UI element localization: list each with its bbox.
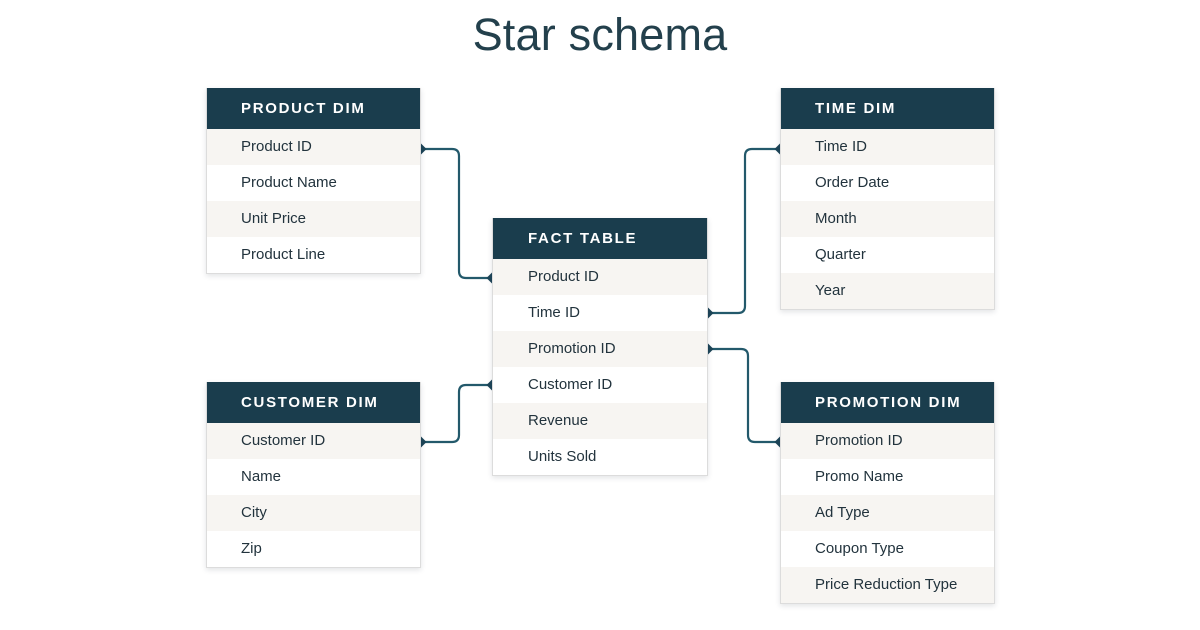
connector-product-to-fact [415,143,498,284]
entity-table-fact[interactable]: FACT TABLE Product ID Time ID Promotion … [492,218,708,476]
entity-row-fact-time-id[interactable]: Time ID [493,295,707,331]
entity-row-fact-customer-id[interactable]: Customer ID [493,367,707,403]
entity-row-promotion-id[interactable]: Promotion ID [781,423,994,459]
entity-row-price-reduction-type[interactable]: Price Reduction Type [781,567,994,603]
entity-table-customer-dim[interactable]: CUSTOMER DIM Customer ID Name City Zip [206,382,421,568]
entity-row-order-date[interactable]: Order Date [781,165,994,201]
entity-row-time-id[interactable]: Time ID [781,129,994,165]
entity-row-name[interactable]: Name [207,459,420,495]
entity-row-year[interactable]: Year [781,273,994,309]
entity-row-coupon-type[interactable]: Coupon Type [781,531,994,567]
connector-fact-to-promotion [702,343,786,448]
entity-row-city[interactable]: City [207,495,420,531]
entity-row-promo-name[interactable]: Promo Name [781,459,994,495]
entity-row-fact-product-id[interactable]: Product ID [493,259,707,295]
connector-customer-to-fact [415,379,498,448]
entity-row-month[interactable]: Month [781,201,994,237]
entity-header-time-dim: TIME DIM [781,88,994,129]
entity-row-fact-promotion-id[interactable]: Promotion ID [493,331,707,367]
entity-header-promotion-dim: PROMOTION DIM [781,382,994,423]
entity-header-customer-dim: CUSTOMER DIM [207,382,420,423]
entity-table-time-dim[interactable]: TIME DIM Time ID Order Date Month Quarte… [780,88,995,310]
entity-row-unit-price[interactable]: Unit Price [207,201,420,237]
entity-row-product-line[interactable]: Product Line [207,237,420,273]
entity-row-quarter[interactable]: Quarter [781,237,994,273]
entity-row-product-name[interactable]: Product Name [207,165,420,201]
entity-row-customer-id[interactable]: Customer ID [207,423,420,459]
entity-row-ad-type[interactable]: Ad Type [781,495,994,531]
page-title: Star schema [472,9,728,60]
entity-row-fact-units-sold[interactable]: Units Sold [493,439,707,475]
entity-header-fact: FACT TABLE [493,218,707,259]
entity-table-product-dim[interactable]: PRODUCT DIM Product ID Product Name Unit… [206,88,421,274]
entity-row-product-id[interactable]: Product ID [207,129,420,165]
entity-row-fact-revenue[interactable]: Revenue [493,403,707,439]
entity-header-product-dim: PRODUCT DIM [207,88,420,129]
entity-row-zip[interactable]: Zip [207,531,420,567]
entity-table-promotion-dim[interactable]: PROMOTION DIM Promotion ID Promo Name Ad… [780,382,995,604]
connector-fact-to-time [702,143,786,319]
